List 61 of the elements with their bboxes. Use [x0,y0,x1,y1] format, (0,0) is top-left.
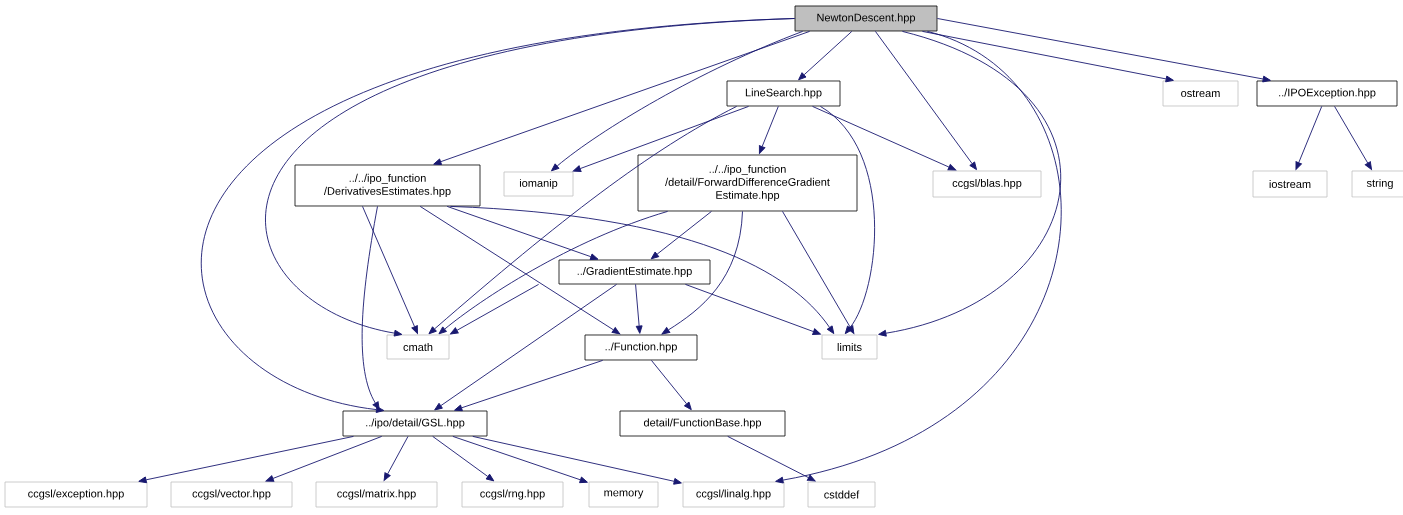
arrow [798,30,853,81]
arrow [782,210,855,334]
arrow [650,210,712,260]
arrow [433,30,811,165]
arrow [428,105,738,335]
arrow [775,30,1062,484]
arrow [727,435,816,482]
arrow [438,210,669,335]
arrow [551,30,804,172]
header-file-box: NewtonDescent.hpp [794,5,938,32]
arrow [449,205,835,335]
arrow [383,435,409,481]
header-file-box: iomanip [503,171,574,197]
header-file-box: cstddef [807,481,876,508]
header-file-box: ../Function.hpp [584,334,698,361]
arrow [819,105,875,335]
arrow [450,283,540,335]
header-file-box: ccgsl/linalg.hpp [682,481,785,508]
header-file-box: LineSearch.hpp [726,80,841,107]
arrow [1334,105,1372,170]
arrow [812,105,957,171]
header-file-box: ccgsl/matrix.hpp [315,481,438,508]
arrow [138,435,354,484]
header-file-box: ccgsl/vector.hpp [170,481,293,508]
arrow [472,435,682,485]
header-file-box: detail/FunctionBase.hpp [619,410,786,437]
header-file-box: ../../ipo_function /DerivativesEstimates.hpp [294,164,481,207]
header-file-box: ccgsl/exception.hpp [4,481,148,508]
arrow [651,359,692,411]
arrow [878,30,1061,337]
arrow [684,283,821,335]
arrow [635,283,643,334]
arrow [362,205,418,334]
arrow [434,283,618,411]
arrow [265,435,383,482]
arrow [661,210,743,335]
header-file-box: ccgsl/blas.hpp [932,170,1042,198]
arrow [454,359,604,412]
arrow [265,18,796,337]
header-file-box: ../../ipo_function /detail/ForwardDifferenceGradient Estimate.hpp [637,154,858,212]
arrow [874,30,977,171]
header-file-box: string [1351,170,1403,198]
header-file-box: ../GradientEstimate.hpp [558,259,711,285]
arrow [452,435,588,484]
arrow [572,105,750,172]
header-file-box: ../IPOException.hpp [1256,80,1398,107]
header-file-box: ../ipo/detail/GSL.hpp [342,410,488,437]
arrow [1295,105,1323,170]
header-file-box: cmath [386,334,450,360]
header-file-box: ccgsl/rng.hpp [461,481,564,508]
header-file-box: ostream [1162,80,1239,107]
header-file-box: limits [821,334,878,360]
header-file-box: memory [588,481,659,508]
arrow [936,18,1271,83]
arrow [361,205,380,410]
arrow [432,435,495,482]
header-file-box: iostream [1252,170,1328,198]
arrow [921,30,1174,83]
arrow [446,205,599,260]
arrow [758,105,779,154]
arrow [419,205,621,335]
